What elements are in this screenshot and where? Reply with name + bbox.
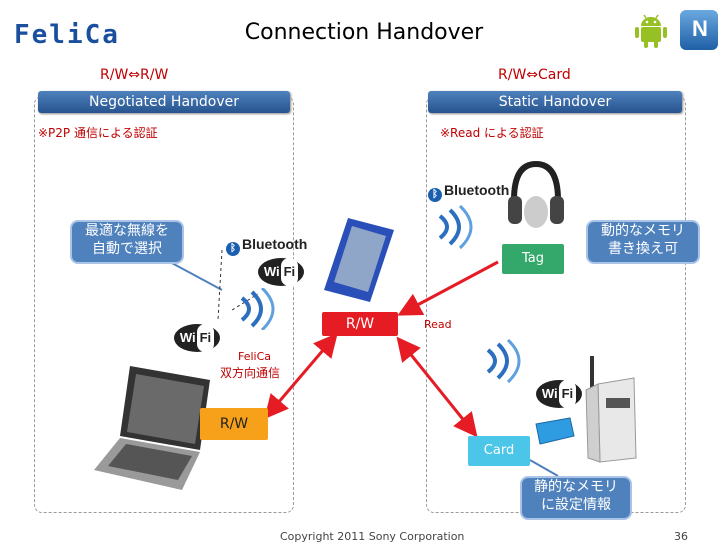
static-memory-bubble: 静的なメモリ に設定情報 (520, 476, 632, 520)
tag-box: Tag (502, 244, 564, 274)
bluetooth-icon-right: ᛒ (428, 188, 442, 202)
arrow-tag-to-phone (397, 260, 499, 316)
static-memory-line1: 静的なメモリ (534, 479, 618, 495)
bubble-pointer-left (169, 261, 223, 291)
nfc-logo-letter: N (692, 16, 708, 41)
laptop-rw-box: R/W (200, 408, 268, 440)
nfc-logo-icon: N (680, 10, 718, 50)
dynamic-memory-bubble: 動的なメモリ 書き換え可 (586, 220, 700, 264)
nfc-wave-icon-left (240, 288, 275, 330)
right-mode-label: R/W⇔Card (498, 67, 571, 83)
card-box: Card (468, 436, 530, 466)
left-wifi-fi: Fi (280, 258, 299, 286)
auto-select-line2: 自動で選択 (92, 241, 162, 257)
arrow-phone-card (396, 336, 478, 438)
felica-card-icon (535, 417, 575, 445)
right-auth-note: ※Read による認証 (440, 126, 544, 140)
headphones-icon (508, 160, 564, 228)
nfc-wave-icon-bottom-right (486, 338, 521, 384)
static-memory-line2: に設定情報 (541, 497, 611, 513)
right-wifi-wi: Wi (541, 386, 558, 401)
android-icon (635, 14, 667, 48)
dashed-link-2 (231, 293, 259, 311)
nfc-wave-icon-top-right (438, 204, 473, 250)
page-number: 36 (674, 530, 688, 543)
right-bluetooth-label: Bluetooth (444, 182, 510, 198)
phone-rw-box: R/W (322, 312, 398, 336)
left-mode-label: R/W⇔R/W (100, 67, 169, 83)
auto-select-bubble: 最適な無線を 自動で選択 (70, 220, 184, 264)
felica-logo: FeliCa (14, 20, 120, 50)
right-wifi-fi: Fi (558, 380, 577, 408)
felica-bidirectional-label: 双方向通信 (220, 366, 281, 380)
read-label: Read (424, 318, 452, 331)
arrow-laptop-phone (264, 332, 338, 420)
left-auth-note: ※P2P 通信による認証 (38, 126, 158, 140)
left-wifi-fi-2: Fi (196, 324, 215, 352)
dynamic-memory-line1: 動的なメモリ (601, 223, 685, 239)
left-wifi-wi: Wi (263, 264, 280, 279)
page-title: Connection Handover (244, 20, 484, 45)
felica-label: FeliCa (238, 350, 272, 363)
bubble-pointer-static (529, 459, 559, 477)
left-bluetooth-label: Bluetooth (242, 236, 308, 252)
left-wifi-wi-2: Wi (179, 330, 196, 345)
laptop-icon (94, 366, 210, 490)
auto-select-line1: 最適な無線を (85, 223, 169, 239)
static-handover-header: Static Handover (428, 91, 682, 113)
mobile-phone-icon (324, 218, 394, 302)
wireless-router-icon (585, 356, 637, 463)
dashed-link-1 (217, 249, 223, 321)
dynamic-memory-line2: 書き換え可 (608, 241, 678, 257)
copyright-text: Copyright 2011 Sony Corporation (280, 530, 465, 543)
bluetooth-icon: ᛒ (226, 242, 240, 256)
negotiated-handover-header: Negotiated Handover (38, 91, 290, 113)
